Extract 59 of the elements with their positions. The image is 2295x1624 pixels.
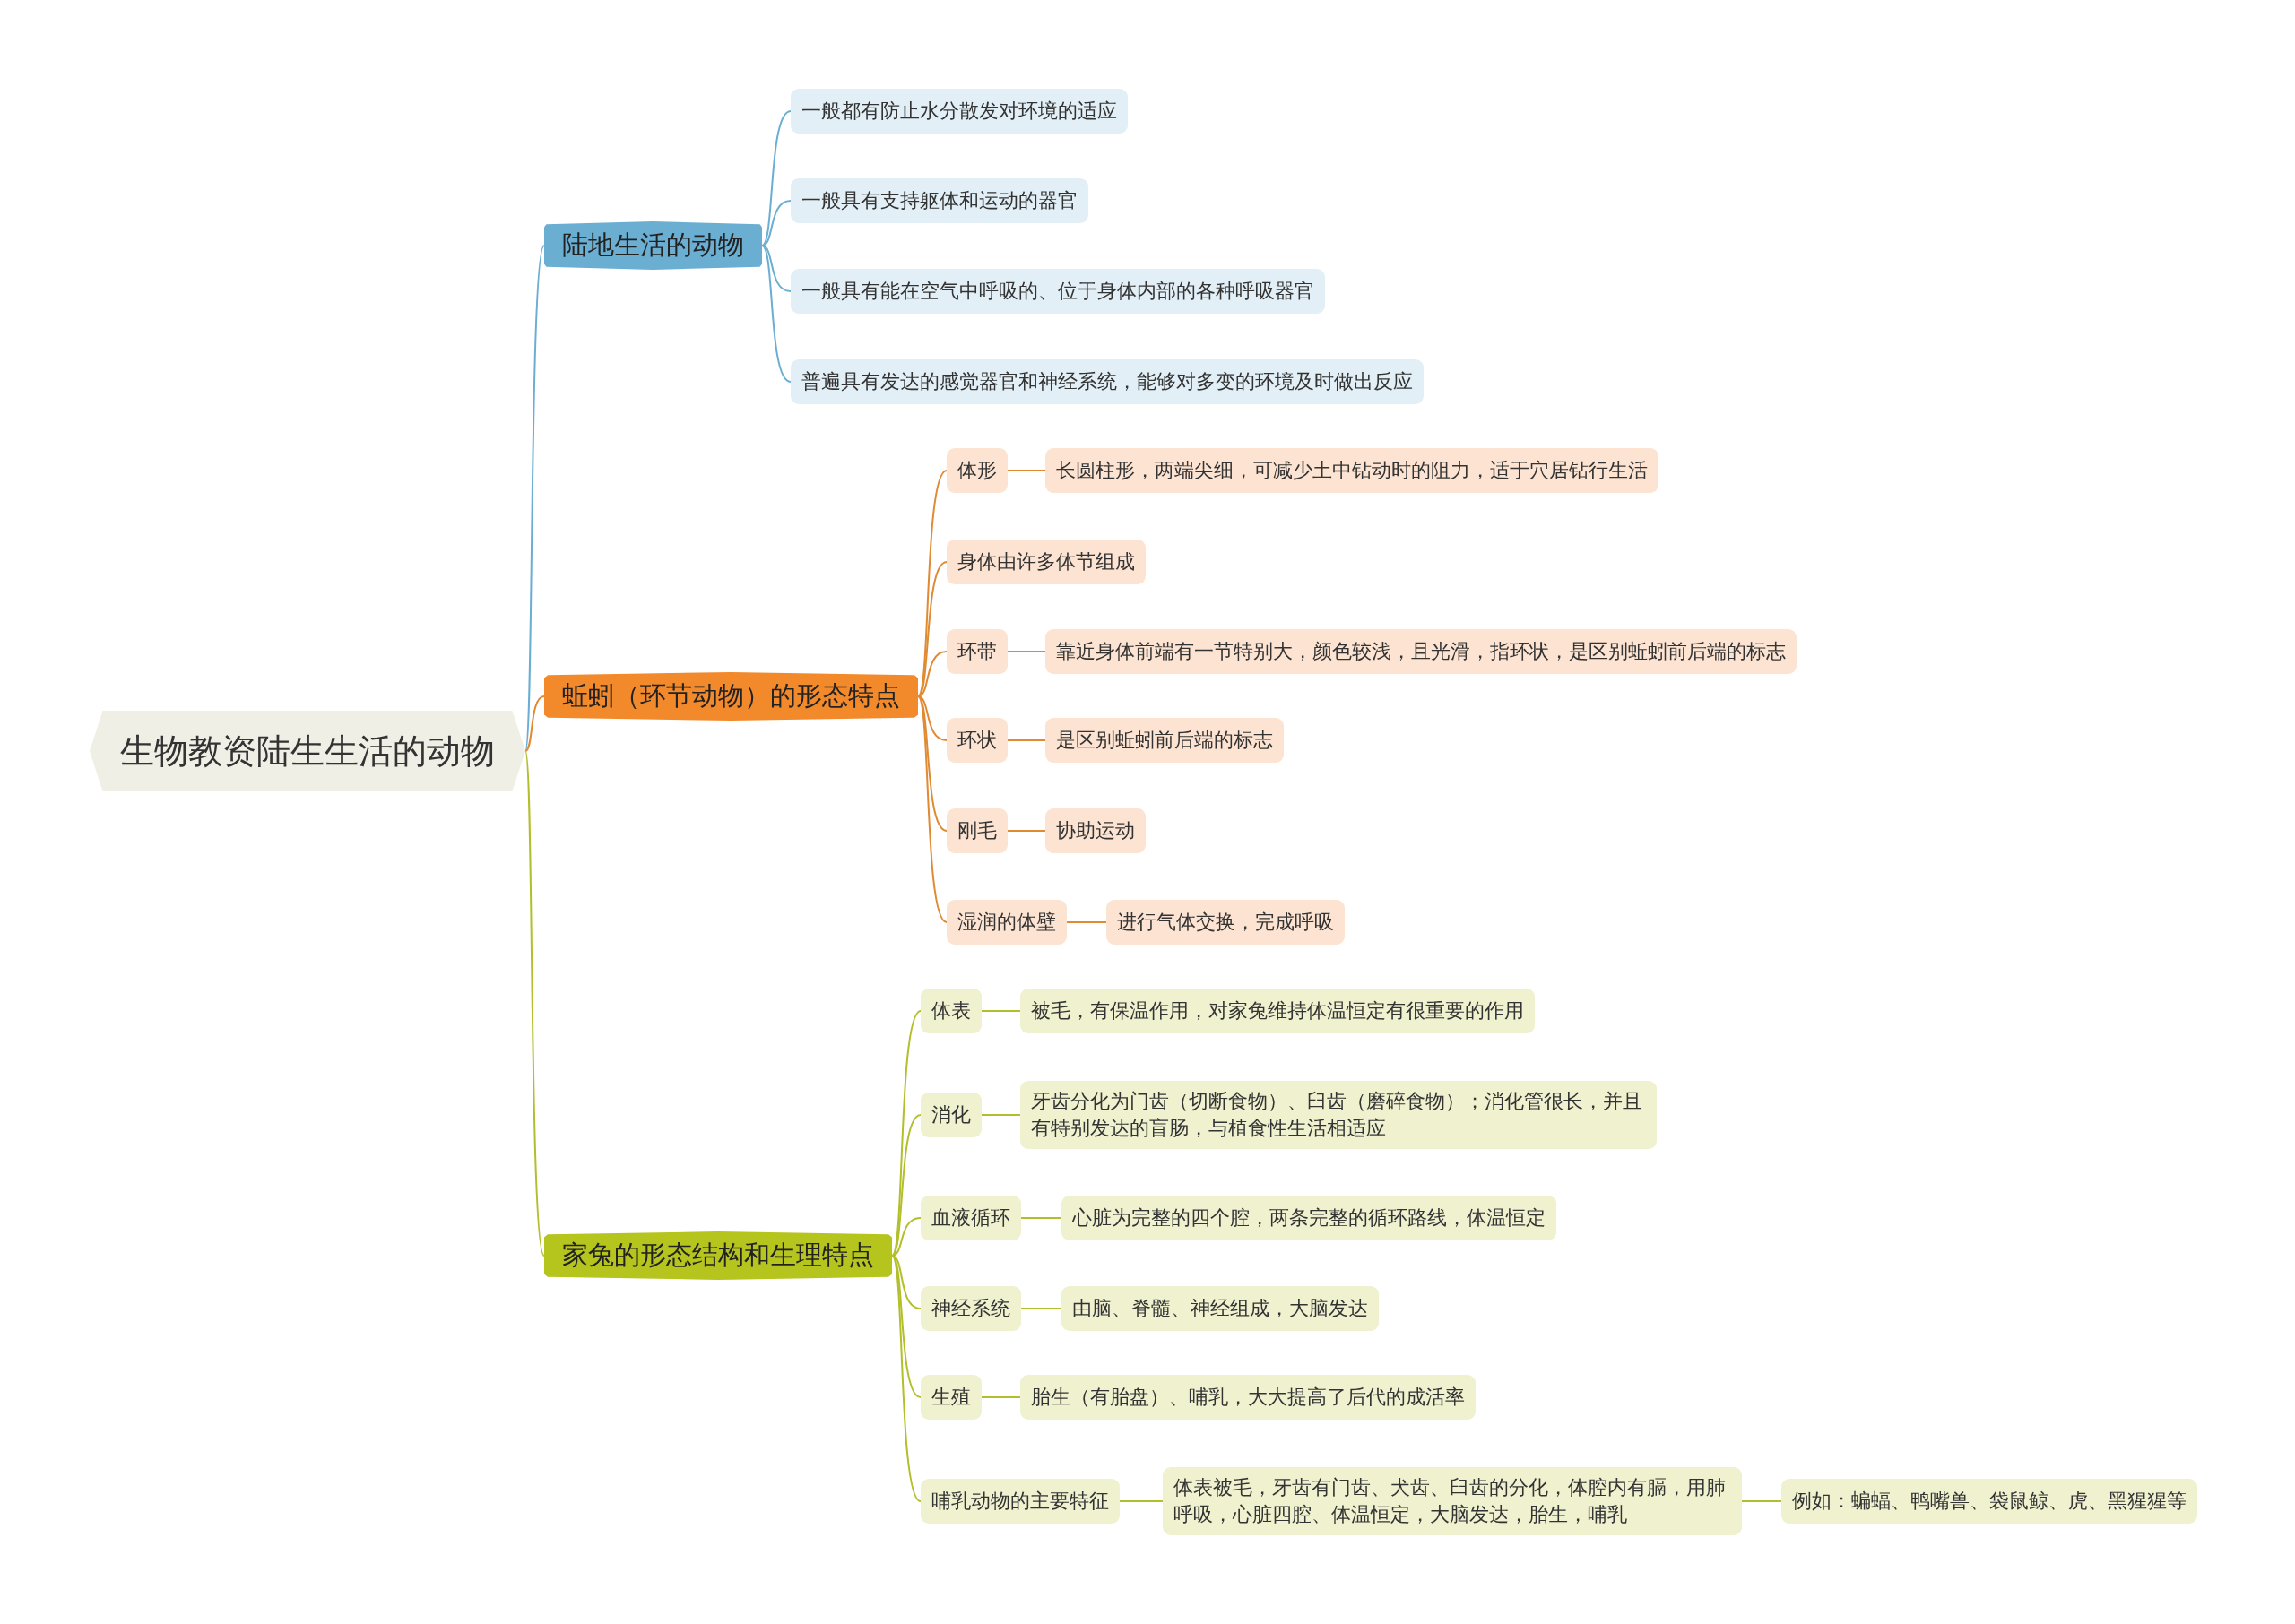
connector-line <box>1741 1500 1782 1502</box>
subtopic-box: 例如：蝙蝠、鸭嘴兽、袋鼠鲸、虎、黑猩猩等 <box>1781 1479 2197 1524</box>
subtopic-box: 是区别蚯蚓前后端的标志 <box>1045 718 1284 763</box>
connector-line <box>1020 1308 1062 1309</box>
subtopic-box: 环带 <box>947 629 1008 674</box>
subtopic-box: 体表 <box>921 989 982 1033</box>
subtopic-box: 湿润的体壁 <box>947 900 1067 945</box>
subtopic-box: 体表被毛，牙齿有门齿、犬齿、臼齿的分化，体腔内有膈，用肺呼吸，心脏四腔、体温恒定，大脑发达，胎生，哺乳 <box>1163 1467 1742 1535</box>
connector-line <box>761 110 792 246</box>
subtopic-box: 哺乳动物的主要特征 <box>921 1479 1120 1524</box>
branch-topic: 蚯蚓（环节动物）的形态特点 <box>544 672 918 721</box>
subtopic-box: 由脑、脊髓、神经组成，大脑发达 <box>1061 1286 1379 1331</box>
connector-line <box>761 245 792 292</box>
connector-line <box>524 750 545 1257</box>
connector-line <box>891 1255 922 1309</box>
connector-line <box>891 1255 922 1398</box>
subtopic-box: 心脏为完整的四个腔，两条完整的循环路线，体温恒定 <box>1061 1196 1556 1240</box>
subtopic-box: 神经系统 <box>921 1286 1021 1331</box>
connector-line <box>917 561 948 697</box>
subtopic-box: 身体由许多体节组成 <box>947 540 1146 584</box>
connector-line <box>524 245 545 752</box>
subtopic-box: 协助运动 <box>1045 808 1146 853</box>
subtopic-box: 牙齿分化为门齿（切断食物）、臼齿（磨碎食物）；消化管很长，并且有特别发达的盲肠，与植食性生活相适应 <box>1020 1081 1657 1149</box>
connector-line <box>917 651 948 697</box>
connector-line <box>1007 830 1046 832</box>
connector-line <box>917 695 948 741</box>
connector-line <box>981 1010 1021 1012</box>
connector-line <box>891 1114 922 1257</box>
connector-line <box>891 1217 922 1257</box>
connector-line <box>981 1114 1021 1116</box>
connector-line <box>1119 1500 1164 1502</box>
subtopic-box: 靠近身体前端有一节特别大，颜色较浅，且光滑，指环状，是区别蚯蚓前后端的标志 <box>1045 629 1797 674</box>
subtopic-box: 进行气体交换，完成呼吸 <box>1106 900 1345 945</box>
subtopic-box: 血液循环 <box>921 1196 1021 1240</box>
subtopic-box: 生殖 <box>921 1375 982 1420</box>
subtopic-box: 被毛，有保温作用，对家兔维持体温恒定有很重要的作用 <box>1020 989 1535 1033</box>
connector-line <box>1007 470 1046 471</box>
subtopic-box: 环状 <box>947 718 1008 763</box>
connector-line <box>1020 1217 1062 1219</box>
branch-topic: 家兔的形态结构和生理特点 <box>544 1231 892 1280</box>
subtopic-box: 胎生（有胎盘）、哺乳，大大提高了后代的成活率 <box>1020 1375 1476 1420</box>
connector-line <box>1066 921 1107 923</box>
connector-line <box>1007 651 1046 652</box>
central-topic: 生物教资陆生生活的动物 <box>90 711 525 791</box>
connector-line <box>1007 739 1046 741</box>
subtopic-box: 长圆柱形，两端尖细，可减少土中钻动时的阻力，适于穴居钻行生活 <box>1045 448 1658 493</box>
subtopic-box: 普遍具有发达的感觉器官和神经系统，能够对多变的环境及时做出反应 <box>791 359 1424 404</box>
connector-line <box>981 1396 1021 1398</box>
subtopic-box: 刚毛 <box>947 808 1008 853</box>
branch-topic: 陆地生活的动物 <box>544 221 762 270</box>
subtopic-box: 消化 <box>921 1093 982 1137</box>
connector-line <box>917 695 948 832</box>
subtopic-box: 一般都有防止水分散发对环境的适应 <box>791 89 1128 134</box>
subtopic-box: 一般具有支持躯体和运动的器官 <box>791 178 1088 223</box>
connector-line <box>761 200 792 246</box>
subtopic-box: 一般具有能在空气中呼吸的、位于身体内部的各种呼吸器官 <box>791 269 1325 314</box>
connector-line <box>761 245 792 383</box>
subtopic-box: 体形 <box>947 448 1008 493</box>
connector-line <box>524 695 545 752</box>
